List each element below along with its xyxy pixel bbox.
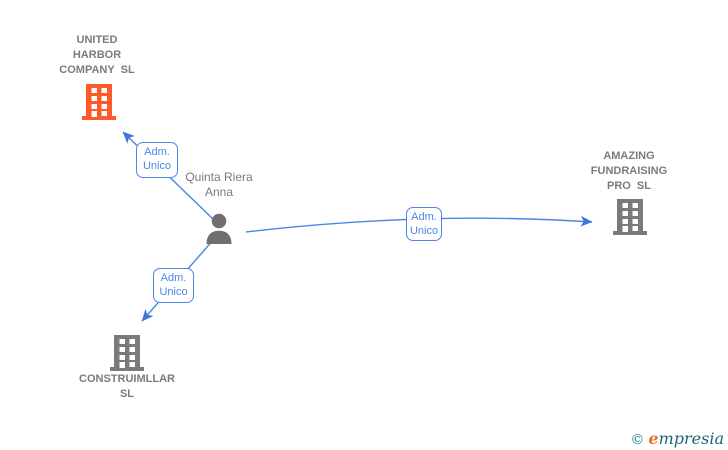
building-icon [82, 84, 116, 120]
node-label-united-harbor: UNITED HARBOR COMPANY SL [37, 33, 157, 78]
empresia-logo: ©empresia [630, 429, 724, 448]
edge-relation-line: Unico [409, 225, 439, 237]
company-name-line: FUNDRAISING [590, 165, 668, 177]
company-name-line: COMPANY SL [59, 64, 135, 76]
company-name-line: HARBOR [72, 49, 122, 61]
company-name-line: UNITED [76, 34, 118, 46]
company-name-line: AMAZING [603, 150, 655, 162]
edge-relation-line: Adm. [160, 272, 187, 284]
node-label-person: Quinta Riera Anna [159, 170, 279, 200]
node-label-construimllar: CONSTRUIMLLAR SL [57, 372, 197, 402]
company-name-line: CONSTRUIMLLAR [79, 373, 175, 385]
edge-label-adm-unico-construimllar: Adm. Unico [153, 268, 194, 303]
edge-relation-line: Unico [142, 160, 172, 172]
node-united-harbor[interactable] [82, 84, 116, 125]
node-person[interactable] [206, 213, 232, 250]
brand-name: mpresia [658, 429, 724, 448]
edge-label-adm-unico-amazing: Adm. Unico [406, 207, 442, 241]
edge-relation-line: Adm. [411, 211, 437, 223]
company-name-line: PRO SL [606, 180, 651, 192]
company-name-line: SL [119, 388, 135, 400]
person-icon [206, 213, 232, 244]
brand-initial: e [648, 429, 659, 448]
copyright-icon: © [630, 432, 645, 448]
building-icon [110, 335, 144, 371]
person-name-line: Anna [204, 185, 234, 199]
node-construimllar[interactable] [110, 335, 144, 376]
node-label-amazing-fundraising: AMAZING FUNDRAISING PRO SL [559, 149, 699, 194]
person-name-line: Quinta Riera [185, 170, 253, 184]
edge-relation-line: Unico [159, 286, 188, 298]
edge-relation-line: Adm. [144, 146, 170, 158]
building-icon [613, 199, 647, 235]
edge-label-adm-unico-united-harbor: Adm. Unico [136, 142, 178, 178]
node-amazing-fundraising[interactable] [613, 199, 647, 240]
